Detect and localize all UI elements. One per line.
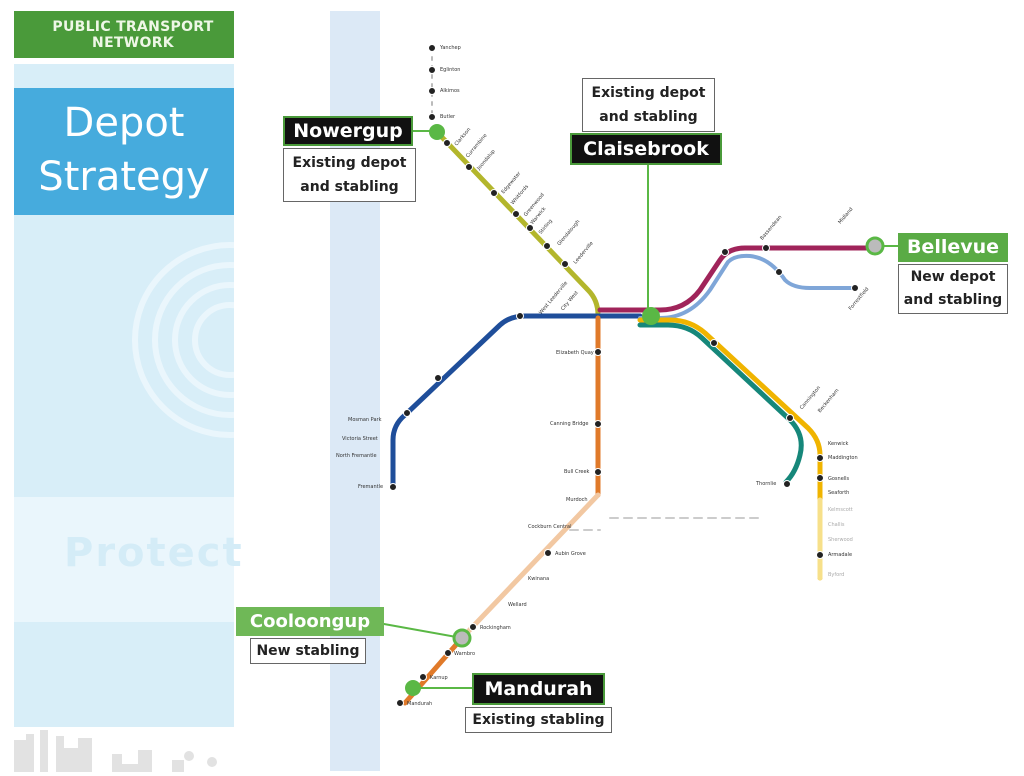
station-label: Maddington <box>828 455 858 461</box>
station-label: Rockingham <box>480 625 511 631</box>
station-label: Seaforth <box>828 490 850 496</box>
station-markers <box>389 44 859 707</box>
station-label: Cockburn Central <box>528 524 572 530</box>
station-label: Gosnells <box>828 476 850 482</box>
station-label: Armadale <box>828 552 853 558</box>
nowergup-desc: Existing depot and stabling <box>283 148 416 202</box>
station-label: Aubin Grove <box>555 551 586 557</box>
claisebrook-label: Claisebrook <box>570 133 722 165</box>
station-label: Fremantle <box>358 484 384 490</box>
cooloongup-label: Cooloongup <box>236 607 384 636</box>
thornlie-line <box>637 322 804 485</box>
station-label: Bull Creek <box>564 469 590 475</box>
midland-line <box>597 245 878 313</box>
armadale-line <box>637 317 823 581</box>
station-label: Yanchep <box>440 45 461 51</box>
station-label: North Fremantle <box>336 453 377 459</box>
station-label: Warnbro <box>454 651 476 657</box>
station-label: Kwinana <box>528 576 550 582</box>
station-label: Butler <box>440 114 456 120</box>
nowergup-label: Nowergup <box>283 116 413 146</box>
desc-line-2: and stabling <box>903 292 1003 308</box>
bellevue-desc: New depot and stabling <box>898 264 1008 314</box>
nowergup-depot-icon <box>429 124 445 140</box>
station-label: Alkimos <box>440 88 460 94</box>
station-label: Eglinton <box>440 67 461 73</box>
desc-line-2: and stabling <box>599 109 698 125</box>
airport-line <box>638 253 857 320</box>
station-label: Mandurah <box>407 701 433 707</box>
station-label: Mosman Park <box>348 417 382 423</box>
cooloongup-depot-icon <box>452 628 472 648</box>
page-title: Depot Strategy <box>14 88 234 215</box>
mandurah-desc: Existing stabling <box>465 707 612 733</box>
station-label: Wellard <box>508 602 527 608</box>
station-label: Kelmscott <box>828 507 853 513</box>
brand-line-2: NETWORK <box>92 34 174 51</box>
title-line-1: Depot <box>63 100 185 146</box>
mandurah-depot-icon <box>405 680 421 696</box>
sidebar-band <box>14 497 234 622</box>
station-label: Kenwick <box>828 441 849 447</box>
desc-line-2: and stabling <box>300 179 399 195</box>
station-label: Canning Bridge <box>550 421 589 427</box>
claisebrook-depot-icon <box>642 307 660 325</box>
skyline-icon <box>14 730 217 772</box>
mandurah-line-south <box>459 492 601 641</box>
station-label: Sherwood <box>828 537 853 543</box>
station-label: Byford <box>828 572 845 578</box>
header-gap <box>14 58 234 64</box>
watermark-text: Protect <box>64 530 244 576</box>
brand-header: PUBLIC TRANSPORT NETWORK <box>14 11 234 58</box>
dashed-future-line <box>569 517 761 531</box>
depot-markers <box>405 124 885 696</box>
fremantle-line <box>390 313 643 490</box>
brand-line-1: PUBLIC TRANSPORT <box>52 18 214 35</box>
station-label: Karnup <box>430 675 448 681</box>
station-label: Elizabeth Quay <box>556 350 594 356</box>
rings-watermark-icon <box>132 242 234 438</box>
bellevue-label: Bellevue <box>898 233 1008 262</box>
desc-line-1: Existing depot <box>292 155 407 171</box>
claisebrook-desc: Existing depot and stabling <box>582 78 715 132</box>
cooloongup-desc: New stabling <box>250 638 366 664</box>
joondalup-line <box>434 129 601 318</box>
mandurah-label: Mandurah <box>472 673 605 705</box>
station-label: Victoria Street <box>342 436 378 442</box>
station-label: Thornlie <box>756 481 777 487</box>
bellevue-depot-icon <box>865 236 885 256</box>
station-label: Challis <box>828 522 845 528</box>
station-label: Murdoch <box>566 497 588 503</box>
desc-line-1: Existing depot <box>591 85 706 101</box>
title-line-2: Strategy <box>38 154 210 200</box>
desc-line-1: New depot <box>910 269 996 285</box>
cooloongup-leader <box>383 623 463 639</box>
